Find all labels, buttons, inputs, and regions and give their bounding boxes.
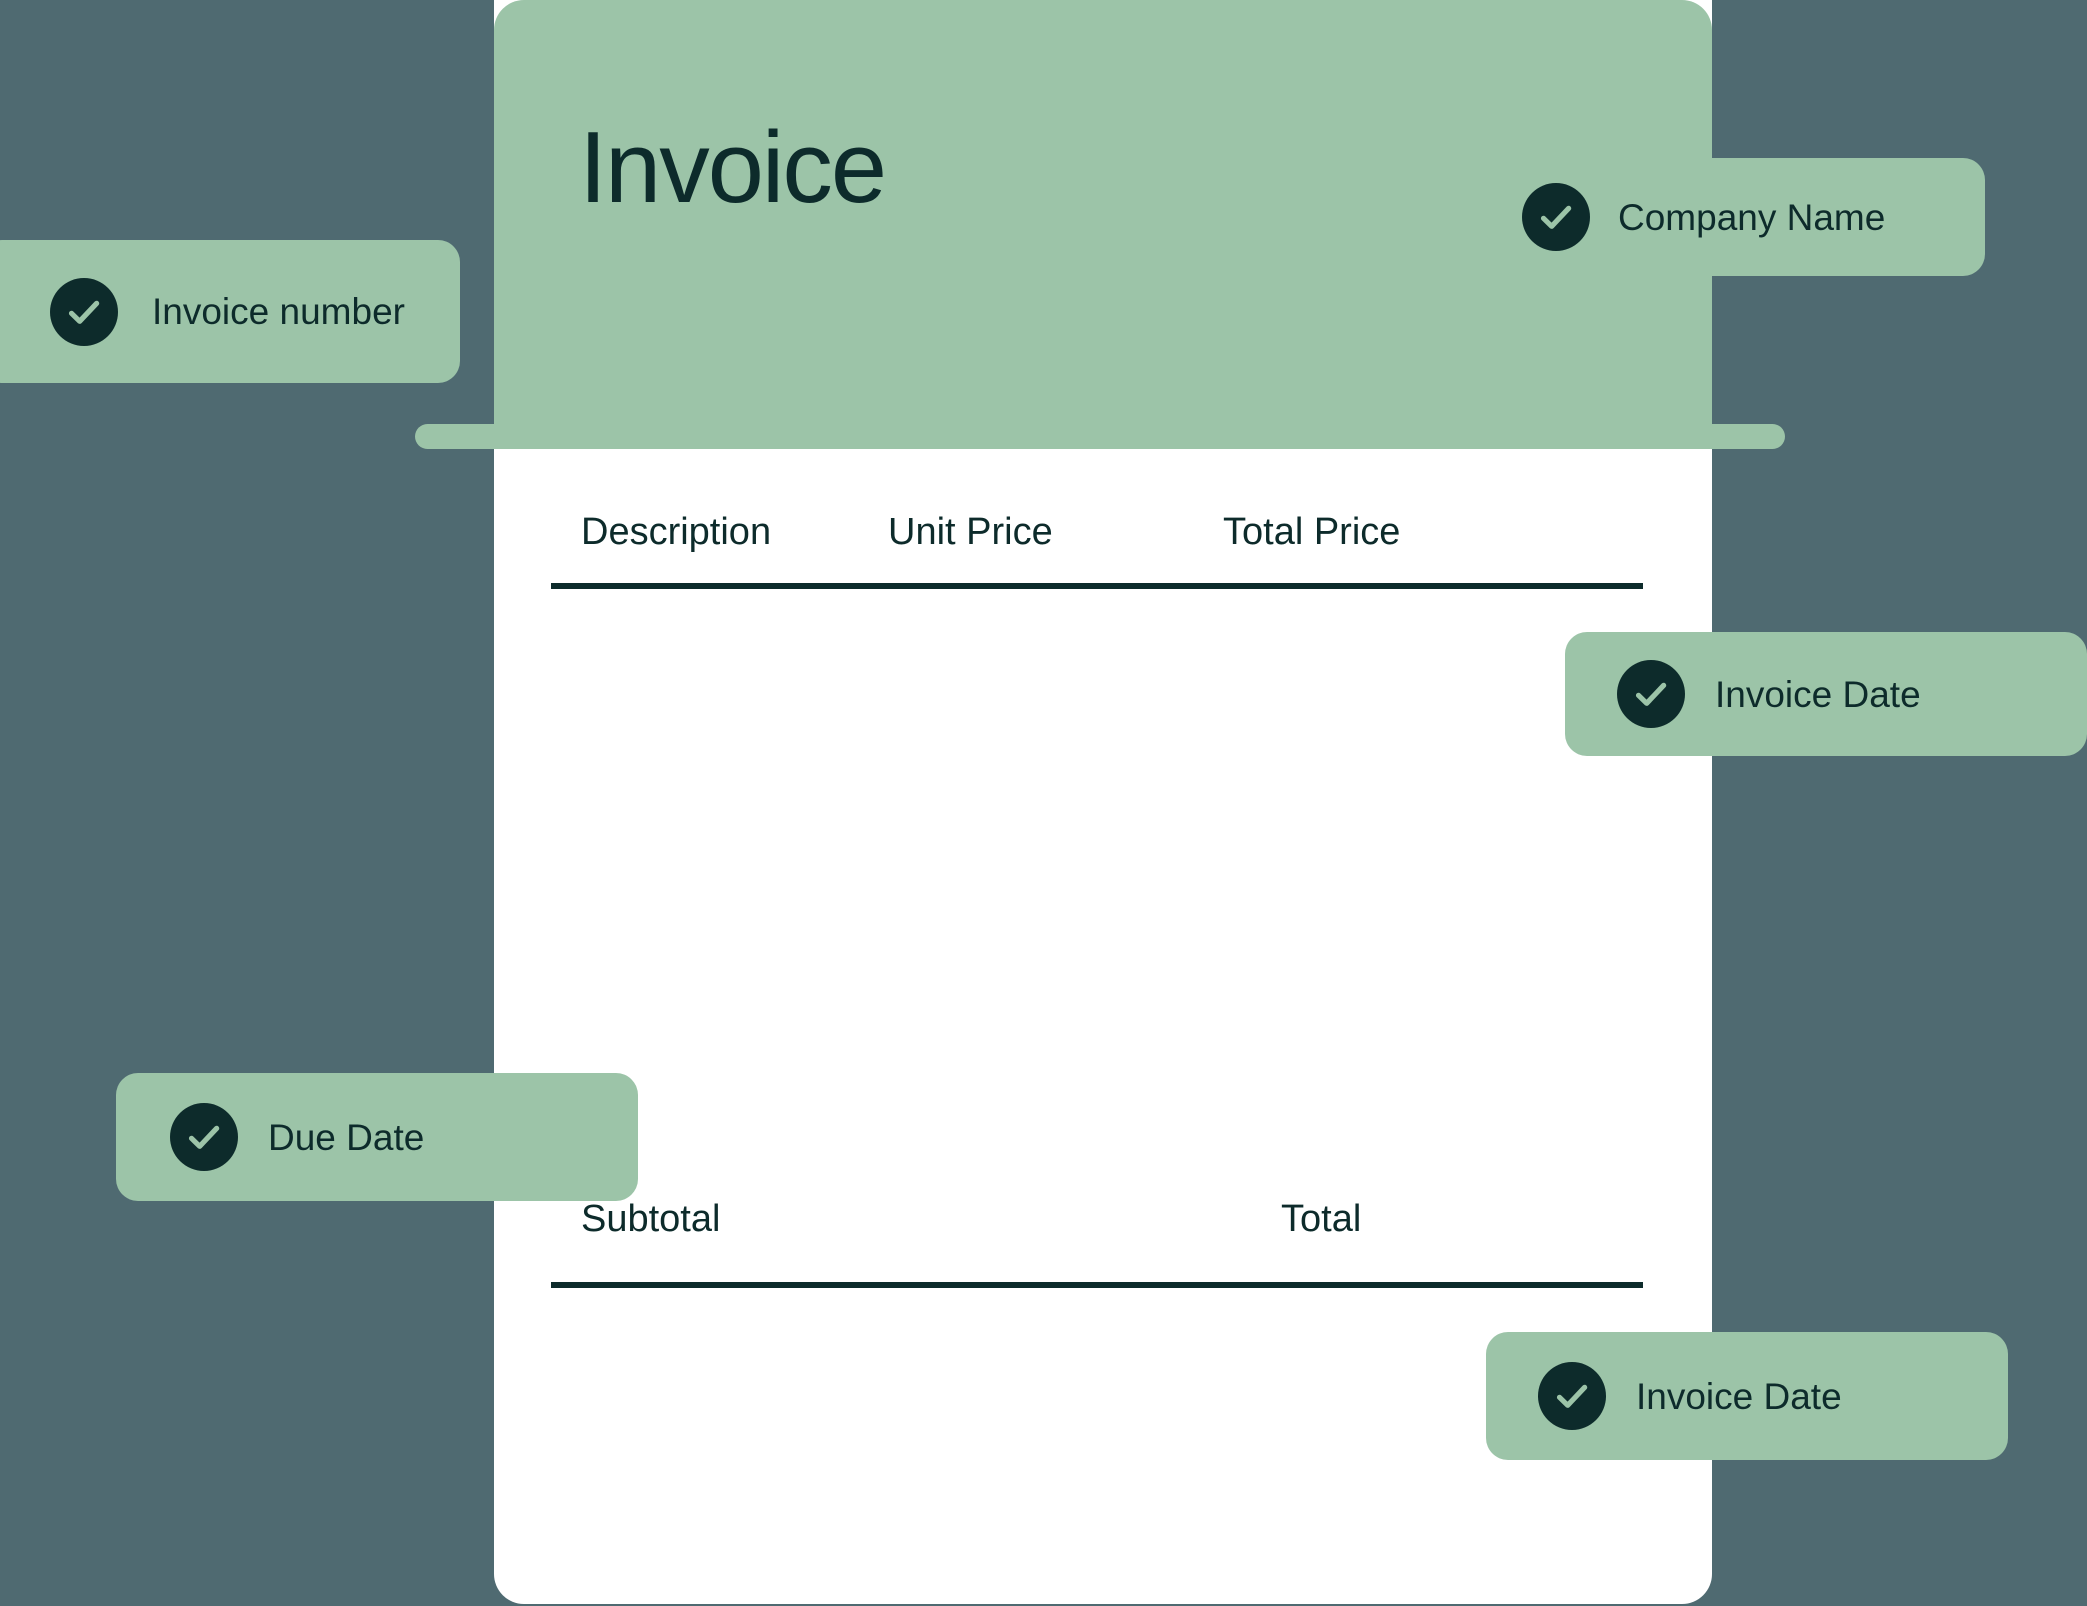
table-header-row: Description Unit Price Total Price <box>551 510 1643 566</box>
check-circle-icon <box>1617 660 1685 728</box>
annotation-label: Invoice Date <box>1636 1375 1842 1417</box>
check-circle-icon <box>1522 183 1590 251</box>
annotation-label: Due Date <box>268 1116 425 1158</box>
column-header-description: Description <box>581 511 772 553</box>
annotation-label: Company Name <box>1618 196 1886 238</box>
check-circle-icon <box>170 1103 238 1171</box>
column-header-total-price: Total Price <box>1223 511 1401 553</box>
annotation-invoice-date-bottom[interactable]: Invoice Date <box>1486 1332 2008 1460</box>
total-label: Total <box>1281 1198 1362 1240</box>
annotation-label: Invoice number <box>152 291 405 332</box>
totals-row: Subtotal Total <box>551 1197 1643 1253</box>
subtotal-label: Subtotal <box>581 1198 721 1240</box>
table-header-rule <box>551 583 1643 589</box>
check-circle-icon <box>50 277 118 346</box>
column-header-unit-price: Unit Price <box>888 511 1053 553</box>
annotation-invoice-number[interactable]: Invoice number <box>0 240 460 383</box>
check-circle-icon <box>1538 1362 1606 1430</box>
annotation-invoice-date-top[interactable]: Invoice Date <box>1565 632 2087 756</box>
page-title: Invoice <box>579 112 887 224</box>
header-divider-pill <box>415 424 1785 449</box>
annotation-due-date[interactable]: Due Date <box>116 1073 638 1201</box>
annotation-label: Invoice Date <box>1715 673 1921 715</box>
annotation-company-name[interactable]: Company Name <box>1498 158 1985 276</box>
totals-rule <box>551 1282 1643 1288</box>
